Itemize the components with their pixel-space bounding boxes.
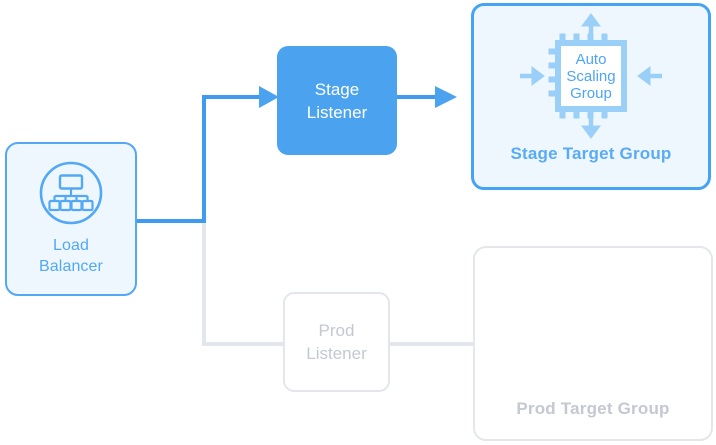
load-balancer-label-line1: Load: [52, 237, 89, 254]
auto-scaling-chip-icon: Auto Scaling Group: [520, 13, 662, 139]
arrowhead-stage-listener: [259, 86, 279, 108]
node-prod-listener[interactable]: Prod Listener: [283, 292, 390, 392]
asg-label-line1: Auto: [576, 51, 607, 68]
prod-target-group-label: Prod Target Group: [516, 399, 670, 418]
asg-label-line2: Scaling: [566, 68, 615, 85]
arrowhead-stage-target-group: [435, 86, 457, 108]
connector-load-balancer-to-prod-listener: [202, 221, 283, 346]
node-prod-target-group[interactable]: Prod Target Group: [473, 246, 713, 441]
node-stage-listener[interactable]: Stage Listener: [277, 46, 397, 155]
stage-listener-label-line2: Listener: [306, 102, 368, 122]
prod-listener-label: Prod Listener: [306, 319, 366, 365]
connector-load-balancer-to-stage-listener: [137, 95, 262, 223]
stage-target-group-label: Stage Target Group: [510, 144, 672, 163]
stage-listener-label-line1: Stage: [314, 79, 360, 99]
load-balancer-label: Load Balancer: [39, 235, 103, 277]
prod-listener-label-line2: Listener: [306, 344, 367, 363]
asg-label-line3: Group: [570, 85, 612, 102]
node-load-balancer[interactable]: Load Balancer: [5, 142, 137, 296]
load-balancer-label-line2: Balancer: [39, 258, 103, 275]
stage-listener-label: Stage Listener: [307, 78, 367, 124]
prod-listener-label-line1: Prod: [318, 321, 355, 340]
scale-arrow-right: [520, 66, 545, 86]
node-stage-target-group[interactable]: Auto Scaling Group Stage Target Group: [471, 3, 711, 190]
scale-arrow-left: [637, 66, 662, 86]
load-balancer-hierarchy-icon: [39, 161, 103, 225]
